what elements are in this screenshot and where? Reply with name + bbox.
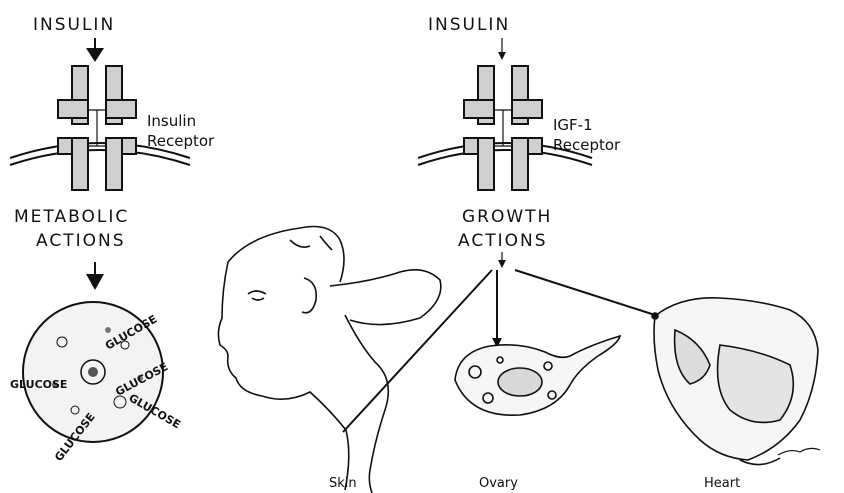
igf1-receptor bbox=[464, 66, 542, 190]
metabolic-arrow bbox=[86, 262, 104, 290]
skin-label: Skin bbox=[329, 476, 357, 491]
igf1-receptor-label-1: IGF-1 bbox=[553, 116, 593, 134]
metabolic-label: METABOLIC bbox=[14, 207, 129, 227]
insulin-receptor bbox=[58, 66, 136, 190]
growth-actions-label: ACTIONS bbox=[458, 231, 548, 251]
ovary-illustration bbox=[455, 336, 620, 415]
left-insulin-label: INSULIN bbox=[33, 15, 115, 35]
heart-illustration bbox=[652, 298, 820, 465]
insulin-receptor-label-1: Insulin bbox=[147, 112, 196, 130]
heart-label: Heart bbox=[704, 476, 740, 491]
growth-label: GROWTH bbox=[462, 207, 552, 227]
growth-arrow bbox=[498, 252, 506, 268]
left-insulin-arrow bbox=[86, 38, 104, 62]
insulin-receptor-label-2: Receptor bbox=[147, 132, 215, 150]
right-insulin-arrow bbox=[498, 38, 506, 60]
igf1-receptor-label-2: Receptor bbox=[553, 136, 621, 154]
ovary-label: Ovary bbox=[479, 476, 518, 491]
face-illustration bbox=[218, 227, 440, 493]
glucose-label-1: GLUCOSE bbox=[10, 378, 67, 391]
metabolic-actions-label: ACTIONS bbox=[36, 231, 126, 251]
right-insulin-label: INSULIN bbox=[428, 15, 510, 35]
